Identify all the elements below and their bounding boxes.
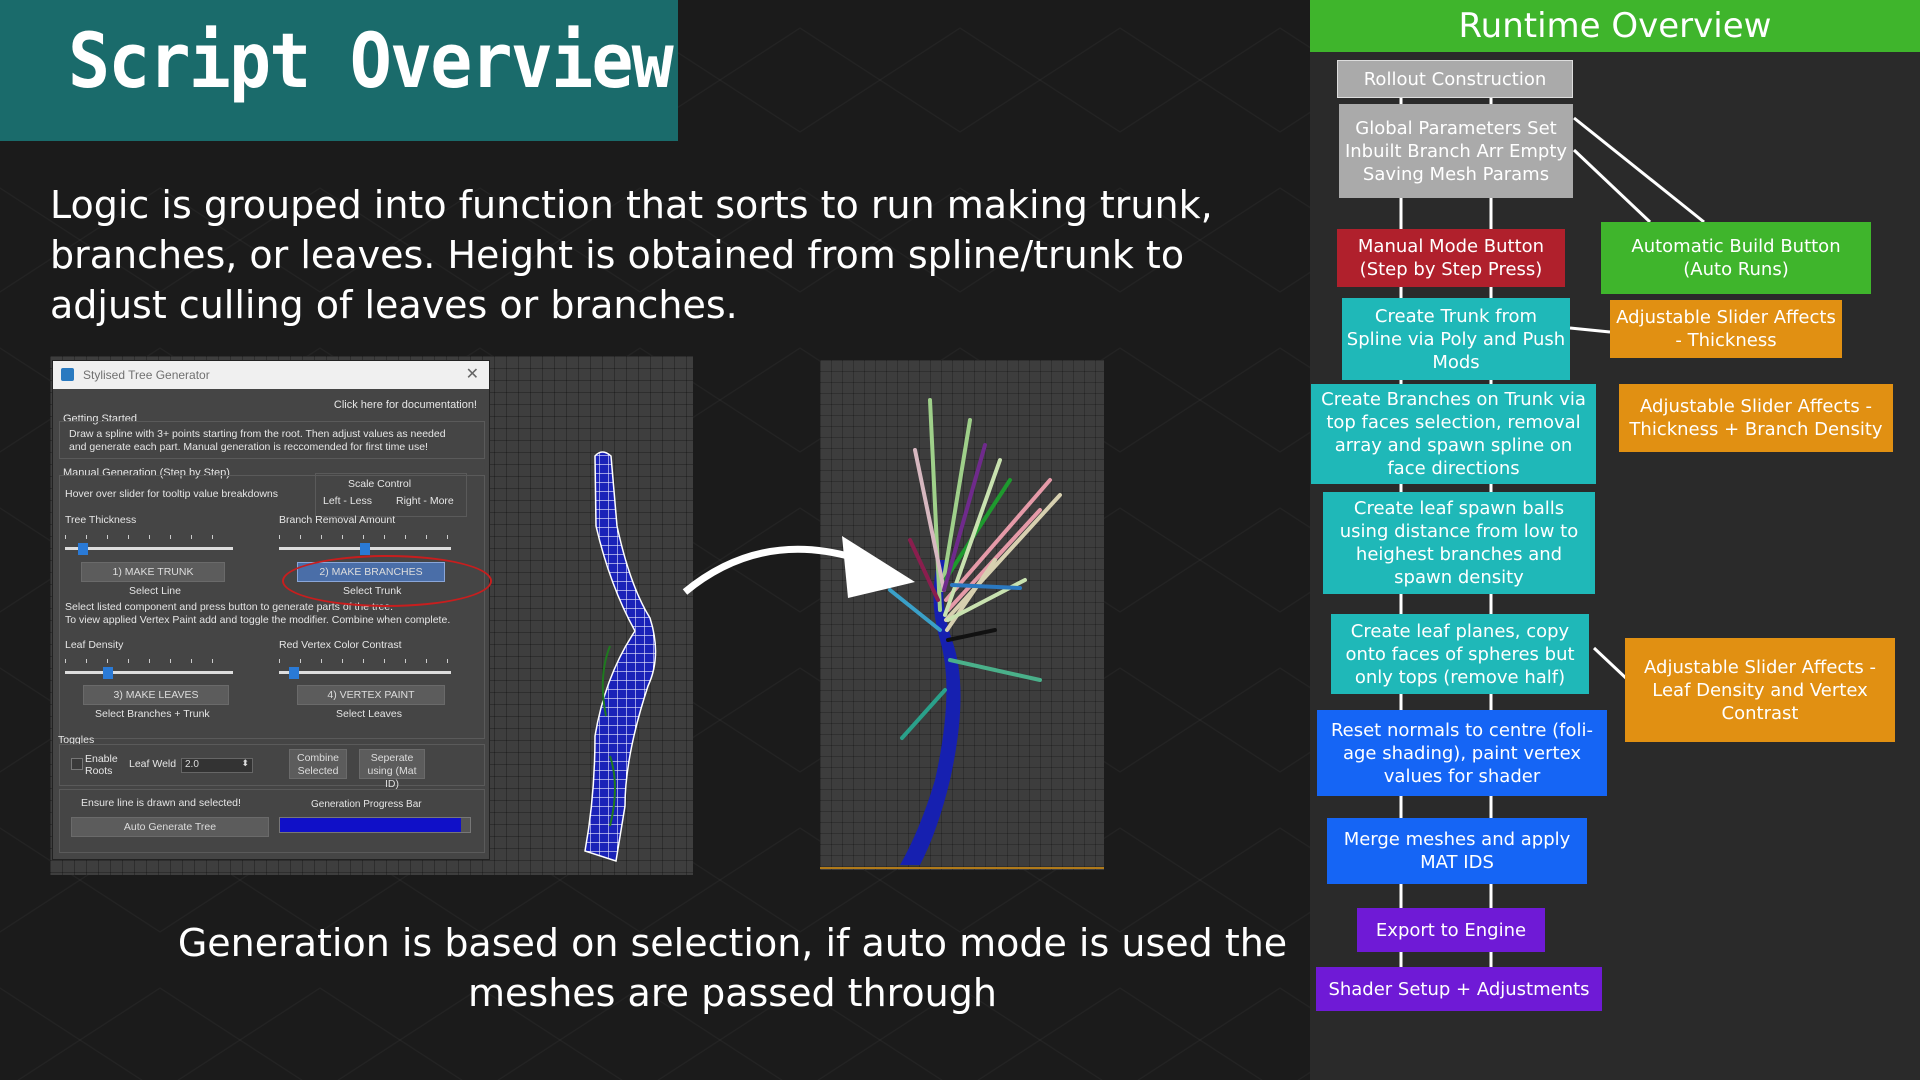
scale-control-label: Scale Control [348,478,412,490]
flow-node-rollout: Rollout Construction [1337,60,1573,98]
getting-started-line1: Draw a spline with 3+ points starting fr… [69,428,446,440]
separate-mat-id-button[interactable]: Seperate using (Mat ID) [359,749,425,790]
select-branches-trunk-label: Select Branches + Trunk [95,708,210,720]
flow-node-slider-leaf-density: Adjustable Slider Affects - Leaf Density… [1625,638,1895,742]
getting-started-group [59,421,485,459]
panel-window-title: Stylised Tree Generator [83,368,210,382]
panel-titlebar: Stylised Tree Generator ✕ [53,361,489,389]
right-more-label: Right - More [396,495,454,507]
tool-panel-window: Stylised Tree Generator ✕ Click here for… [52,360,490,860]
app-icon [61,368,74,381]
manual-generation-group [59,475,485,739]
title-banner: Script Overview [0,0,678,141]
tree-thickness-label: Tree Thickness [65,514,137,526]
getting-started-label: Getting Started [63,413,137,425]
make-trunk-button[interactable]: 1) MAKE TRUNK [81,562,225,582]
trunk-wireframe [584,451,657,862]
flow-node-slider-thickness-density: Adjustable Slider Affects - Thickness + … [1619,384,1893,452]
flow-node-leaf-planes: Create leaf planes, copy onto faces of s… [1331,614,1589,694]
leaf-weld-label: Leaf Weld [129,758,177,770]
flow-node-global-params: Global Parameters Set Inbuilt Branch Arr… [1339,104,1573,198]
branch-removal-label: Branch Removal Amount [279,514,396,526]
documentation-link[interactable]: Click here for documentation! [333,399,477,411]
intro-text: Logic is grouped into function that sort… [50,183,1213,327]
scale-control-group [315,473,467,517]
red-vertex-contrast-slider[interactable] [279,659,451,679]
leaf-density-label: Leaf Density [65,639,124,651]
manual-generation-label: Manual Generation (Step by Step) [63,467,230,479]
vertex-paint-button[interactable]: 4) VERTEX PAINT [297,685,445,705]
viewport-screenshot-right [820,360,1104,870]
enable-roots-label: Enable Roots [85,753,118,777]
getting-started-line2: and generate each part. Manual generatio… [69,441,428,453]
flow-node-export-engine: Export to Engine [1357,908,1545,952]
flow-title: Runtime Overview [1310,0,1920,52]
page-title: Script Overview [68,16,674,105]
tree-thickness-slider[interactable] [65,535,233,555]
select-line-label: Select Line [129,585,181,597]
info-line2: To view applied Vertex Paint add and tog… [65,614,451,626]
tree-render [820,398,1104,869]
toggles-group [59,744,485,786]
flow-node-manual-mode: Manual Mode Button (Step by Step Press) [1337,229,1565,287]
close-icon[interactable]: ✕ [465,366,479,383]
branch-removal-slider[interactable] [279,535,451,555]
ensure-line-label: Ensure line is drawn and selected! [81,797,241,809]
flow-node-leaf-spawn-balls: Create leaf spawn balls using distance f… [1323,492,1595,594]
select-leaves-label: Select Leaves [336,708,402,720]
auto-generate-button[interactable]: Auto Generate Tree [71,817,269,837]
flow-node-merge-meshes: Merge meshes and apply MAT IDS [1327,818,1587,884]
combine-selected-button[interactable]: Combine Selected [289,749,347,779]
auto-generate-group [59,789,485,853]
flow-node-create-branches: Create Branches on Trunk via top faces s… [1311,384,1596,484]
leaf-weld-value: 2.0 [185,759,199,770]
hover-hint: Hover over slider for tooltip value brea… [65,488,279,500]
info-line1: Select listed component and press button… [65,601,394,613]
make-leaves-button[interactable]: 3) MAKE LEAVES [83,685,229,705]
leaf-density-slider[interactable] [65,659,233,679]
generation-progress-label: Generation Progress Bar [311,799,422,810]
flow-node-slider-thickness: Adjustable Slider Affects - Thickness [1610,300,1842,358]
generation-progress-bar [279,817,471,833]
flow-node-create-trunk: Create Trunk from Spline via Poly and Pu… [1342,298,1570,380]
enable-roots-checkbox[interactable] [71,758,83,770]
red-vertex-contrast-label: Red Vertex Color Contrast [279,639,402,651]
flow-node-automatic-build: Automatic Build Button (Auto Runs) [1601,222,1871,294]
flow-node-shader-setup: Shader Setup + Adjustments [1316,967,1602,1011]
bottom-text: Generation is based on selection, if aut… [177,921,1288,1015]
left-less-label: Left - Less [323,495,373,507]
leaf-weld-spinner[interactable]: 2.0 ⬍ [181,758,253,773]
highlight-oval [282,555,492,607]
spinner-arrows-icon[interactable]: ⬍ [241,758,249,768]
toggles-label: Toggles [58,734,95,746]
flow-node-reset-normals: Reset normals to centre (foli-age shadin… [1317,710,1607,796]
